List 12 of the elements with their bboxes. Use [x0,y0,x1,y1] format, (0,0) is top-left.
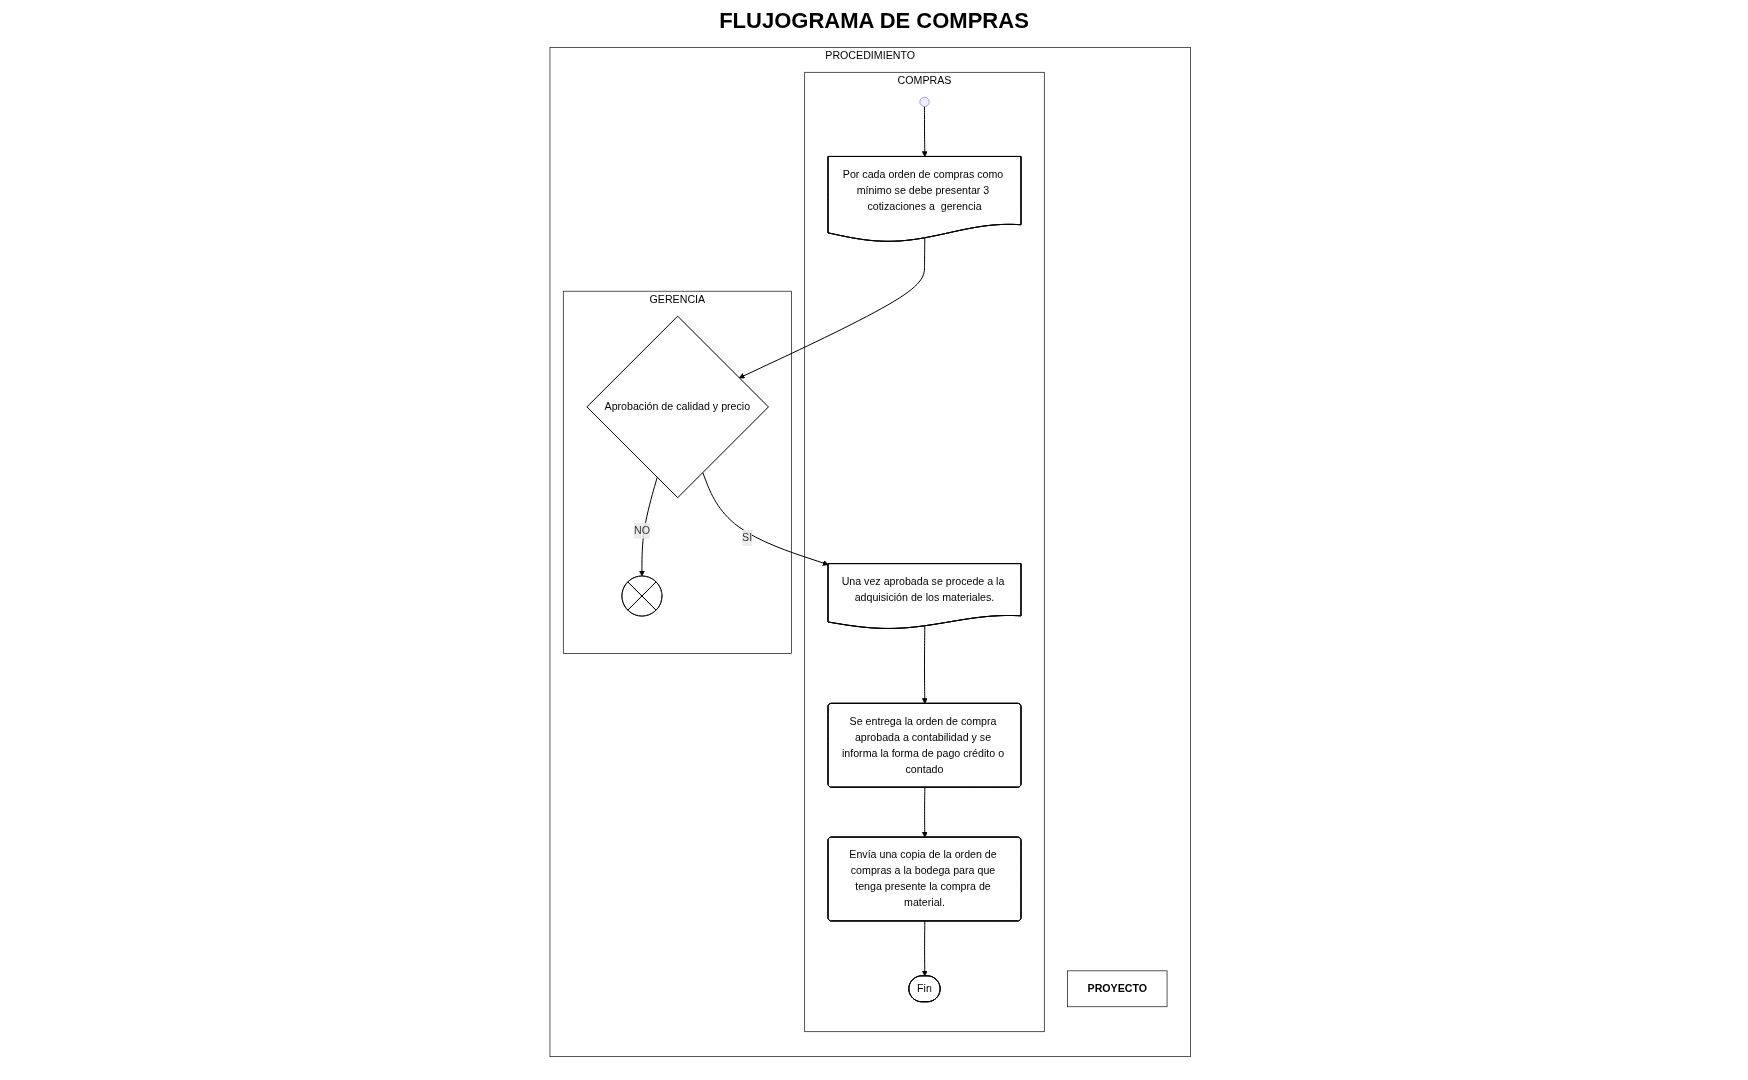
edge-label: SI [741,531,752,544]
diagram-title: FLUJOGRAMA DE COMPRAS [718,8,1030,34]
arrow [638,477,658,577]
arrow [921,787,928,838]
edge-label: NO [633,524,650,536]
arrow [921,920,928,977]
arrow [702,471,829,566]
node-box: PROYECTO [1067,970,1168,1008]
arrow [921,625,928,704]
node-diamond: Aprobación de calidad y precio [586,315,769,499]
arrow [921,106,928,158]
arrow [738,237,926,379]
